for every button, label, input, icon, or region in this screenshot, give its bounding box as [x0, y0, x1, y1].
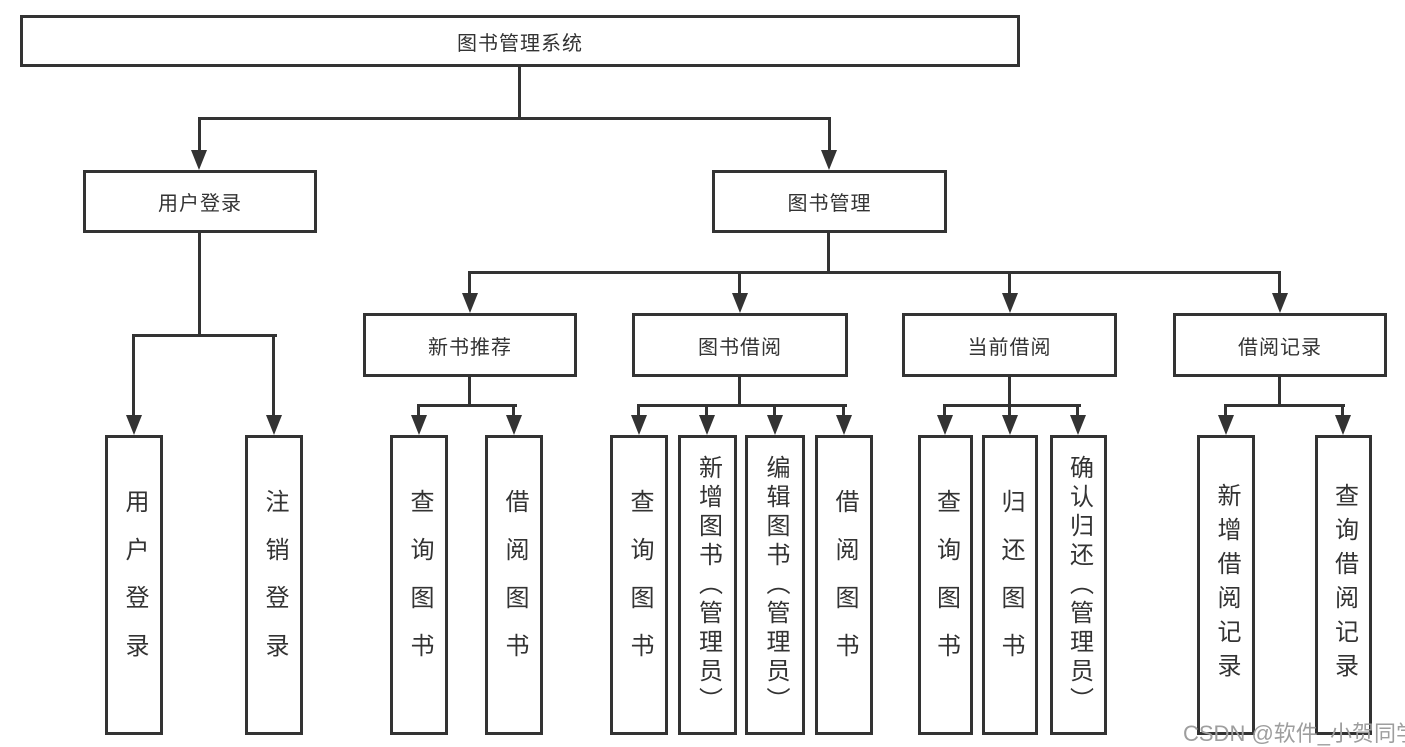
- edge-line: [1008, 271, 1011, 295]
- node-label: 新书推荐: [428, 336, 512, 359]
- node-book-borrow: 图书借阅: [632, 313, 848, 377]
- node-label: 编辑图书（管理员）: [762, 454, 789, 716]
- arrow-down-icon: [266, 415, 282, 435]
- edge-line: [943, 404, 946, 417]
- node-label: 图书管理: [787, 193, 872, 215]
- node-label: 借阅图书: [831, 489, 858, 681]
- leaf-node: 查询图书: [610, 435, 668, 735]
- node-root: 图书管理系统: [20, 15, 1020, 67]
- edge-line: [1224, 404, 1227, 417]
- node-label: 借阅记录: [1238, 336, 1322, 359]
- watermark: CSDN @软件_小贺同学: [1183, 721, 1405, 746]
- node-label: 图书管理系统: [457, 32, 583, 55]
- arrow-down-icon: [1218, 415, 1234, 435]
- node-user-login: 用户登录: [83, 170, 317, 233]
- arrow-down-icon: [462, 293, 478, 313]
- arrow-down-icon: [1335, 415, 1351, 435]
- edge-line: [1224, 404, 1345, 407]
- node-book-mgmt: 图书管理: [712, 170, 947, 233]
- arrow-down-icon: [699, 415, 715, 435]
- leaf-node: 借阅图书: [815, 435, 873, 735]
- edge-line: [417, 404, 420, 417]
- edge-line: [468, 377, 471, 407]
- arrow-down-icon: [1002, 293, 1018, 313]
- arrow-down-icon: [1272, 293, 1288, 313]
- node-current-borrow: 当前借阅: [902, 313, 1117, 377]
- node-label: 查询图书: [626, 489, 653, 681]
- leaf-node: 查询图书: [390, 435, 448, 735]
- edge-line: [198, 117, 831, 120]
- arrow-down-icon: [1070, 415, 1086, 435]
- edge-line: [637, 404, 847, 407]
- edge-line: [468, 271, 1281, 274]
- node-label: 查询借阅记录: [1330, 483, 1358, 687]
- edge-line: [637, 404, 640, 417]
- edge-line: [1008, 404, 1011, 417]
- arrow-down-icon: [631, 415, 647, 435]
- edge-line: [1008, 377, 1011, 407]
- leaf-node: 用户登录: [105, 435, 163, 735]
- edge-line: [468, 271, 471, 295]
- node-new-books: 新书推荐: [363, 313, 577, 377]
- node-label: 归还图书: [997, 489, 1024, 681]
- node-label: 用户登录: [158, 193, 242, 215]
- node-label: 当前借阅: [967, 336, 1052, 359]
- edge-line: [198, 233, 201, 337]
- arrow-down-icon: [411, 415, 427, 435]
- node-label: 查询图书: [406, 489, 433, 681]
- node-label: 确认归还（管理员）: [1065, 454, 1093, 716]
- leaf-node: 借阅图书: [485, 435, 543, 735]
- edge-line: [827, 233, 830, 274]
- edge-line: [1341, 404, 1344, 417]
- edge-line: [132, 334, 135, 417]
- edge-line: [518, 67, 521, 120]
- leaf-node: 新增借阅记录: [1197, 435, 1255, 735]
- edge-line: [198, 117, 201, 152]
- arrow-down-icon: [732, 293, 748, 313]
- leaf-node: 查询图书: [918, 435, 973, 735]
- node-label: 图书借阅: [698, 336, 782, 359]
- node-label: 借阅图书: [501, 489, 528, 681]
- edge-line: [1278, 377, 1281, 407]
- arrow-down-icon: [937, 415, 953, 435]
- edge-line: [738, 377, 741, 407]
- edge-line: [132, 334, 277, 337]
- node-label: 查询图书: [932, 489, 960, 681]
- edge-line: [1278, 271, 1281, 295]
- edge-line: [705, 404, 708, 417]
- arrow-down-icon: [506, 415, 522, 435]
- edge-line: [738, 271, 741, 295]
- node-label: 新增图书（管理员）: [694, 454, 722, 716]
- arrow-down-icon: [767, 415, 783, 435]
- node-label: 注销登录: [261, 489, 288, 681]
- node-borrow-records: 借阅记录: [1173, 313, 1387, 377]
- arrow-down-icon: [1002, 415, 1018, 435]
- leaf-node: 注销登录: [245, 435, 303, 735]
- edge-line: [828, 117, 831, 152]
- arrow-down-icon: [126, 415, 142, 435]
- arrow-down-icon: [191, 150, 207, 170]
- edge-line: [1076, 404, 1079, 417]
- edge-line: [417, 404, 517, 407]
- edge-line: [842, 404, 845, 417]
- edge-line: [773, 404, 776, 417]
- edge-line: [943, 404, 1081, 407]
- leaf-node: 编辑图书（管理员）: [745, 435, 805, 735]
- arrow-down-icon: [836, 415, 852, 435]
- edge-line: [272, 334, 275, 417]
- edge-line: [512, 404, 515, 417]
- arrow-down-icon: [821, 150, 837, 170]
- leaf-node: 新增图书（管理员）: [678, 435, 737, 735]
- leaf-node: 归还图书: [982, 435, 1038, 735]
- leaf-node: 查询借阅记录: [1315, 435, 1372, 735]
- leaf-node: 确认归还（管理员）: [1050, 435, 1107, 735]
- node-label: 新增借阅记录: [1213, 483, 1240, 687]
- node-label: 用户登录: [121, 489, 148, 681]
